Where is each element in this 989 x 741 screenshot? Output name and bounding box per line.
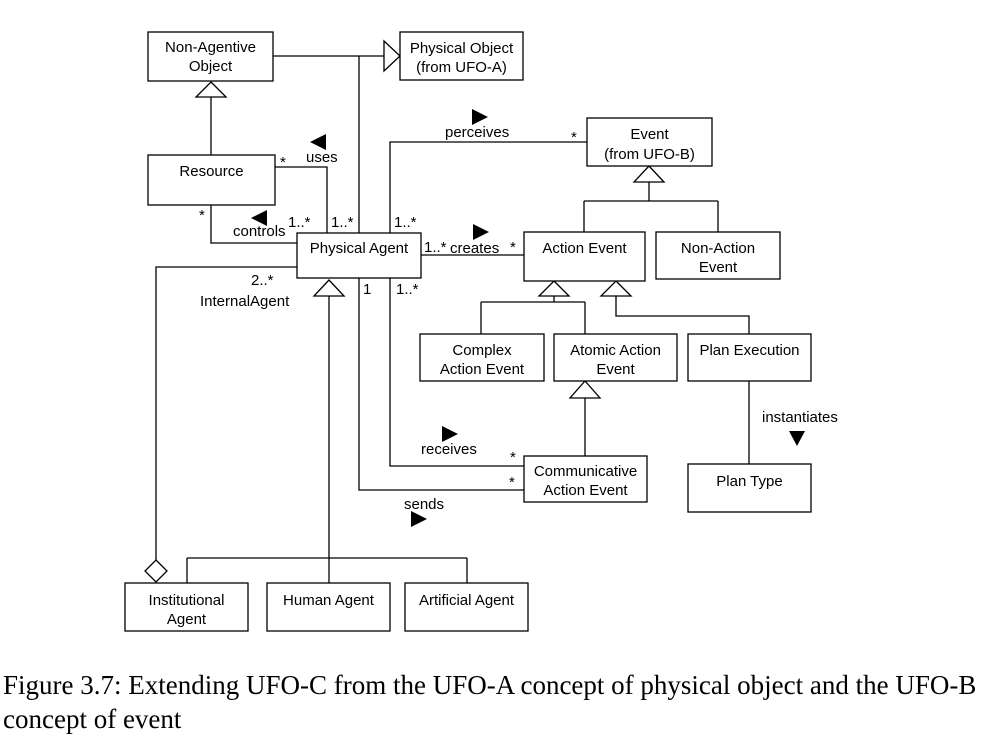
- class-plan-type: Plan Type: [687, 463, 812, 513]
- association-sends: [358, 278, 524, 491]
- controls-direction-icon: [251, 210, 267, 226]
- uml-class-diagram: Non-Agentive Object Physical Object (fro…: [124, 31, 838, 632]
- creates-direction-icon: [473, 224, 489, 240]
- class-event: Event (from UFO-B): [586, 117, 713, 167]
- class-label: Plan Execution: [699, 342, 799, 359]
- multiplicity-receives-agent: 1..*: [396, 281, 419, 298]
- class-label-line1: Non-Agentive: [165, 39, 256, 56]
- aggregation-diamond: [144, 559, 168, 583]
- class-physical-object: Physical Object (from UFO-A): [399, 31, 524, 81]
- class-non-agentive-object: Non-Agentive Object: [147, 31, 274, 82]
- class-label-line1: Atomic Action: [570, 342, 661, 359]
- connectors: [155, 55, 750, 583]
- perceives-label: perceives: [445, 124, 509, 141]
- class-label: Action Event: [542, 240, 627, 257]
- association-labels: uses controls perceives creates receives…: [200, 124, 838, 513]
- class-plan-execution: Plan Execution: [687, 333, 812, 382]
- receives-label: receives: [421, 441, 477, 458]
- class-artificial-agent: Artificial Agent: [404, 582, 529, 632]
- triangle-physical-agent: [312, 279, 346, 297]
- triangle-event: [632, 165, 666, 183]
- uses-direction-icon: [310, 134, 326, 150]
- internal-agent-label: InternalAgent: [200, 293, 290, 310]
- class-label: Plan Type: [716, 473, 782, 490]
- class-label: Human Agent: [283, 592, 375, 609]
- multiplicity-controls-agent: 1..*: [288, 214, 311, 231]
- class-human-agent: Human Agent: [266, 582, 391, 632]
- class-label-line1: Non-Action: [681, 240, 755, 257]
- class-action-event: Action Event: [523, 231, 646, 282]
- multiplicity-uses-resource: *: [280, 154, 286, 171]
- class-label-line2: Event: [699, 259, 738, 276]
- triangle-action-event-right: [599, 280, 633, 297]
- triangle-action-event-left: [537, 280, 571, 297]
- multiplicity-creates-agent: 1..*: [424, 239, 447, 256]
- class-label-line2: Event: [596, 361, 635, 378]
- multiplicity-perceives-agent: 1..*: [394, 214, 417, 231]
- receives-direction-icon: [442, 426, 458, 442]
- class-non-action-event: Non-Action Event: [655, 231, 781, 280]
- direction-arrows: [251, 109, 805, 527]
- multiplicity-internal-agent: 2..*: [251, 272, 274, 289]
- instantiates-direction-icon: [789, 431, 805, 446]
- class-label-line2: Action Event: [543, 482, 628, 499]
- class-physical-agent: Physical Agent: [296, 232, 422, 279]
- class-complex-action-event: Complex Action Event: [419, 333, 545, 382]
- multiplicity-receives-event: *: [510, 449, 516, 466]
- triangle-atomic-action: [568, 380, 602, 399]
- multiplicity-creates-event: *: [510, 239, 516, 256]
- sends-direction-icon: [411, 511, 427, 527]
- perceives-direction-icon: [472, 109, 488, 125]
- association-uses: [275, 166, 328, 233]
- controls-label: controls: [233, 223, 286, 240]
- class-label: Physical Agent: [310, 240, 409, 257]
- figure-caption: Figure 3.7: Extending UFO-C from the UFO…: [3, 670, 977, 734]
- class-institutional-agent: Institutional Agent: [124, 582, 249, 632]
- association-perceives: [389, 141, 587, 233]
- creates-label: creates: [450, 240, 499, 257]
- class-label-line2: Object: [189, 58, 233, 75]
- triangle-non-agentive: [194, 81, 228, 98]
- multiplicity-labels: * 1..* * 1..* 1..* * 1..* * 2..* 1 1..* …: [199, 129, 577, 491]
- class-label-line2: (from UFO-B): [604, 146, 695, 163]
- class-label: Artificial Agent: [419, 592, 515, 609]
- multiplicity-sends-event: *: [509, 474, 515, 491]
- class-label-line1: Complex: [452, 342, 512, 359]
- class-label-line1: Event: [630, 126, 669, 143]
- class-label-line2: Agent: [167, 611, 207, 628]
- multiplicity-controls-resource: *: [199, 207, 205, 224]
- class-label: Resource: [179, 163, 243, 180]
- aggregation-internalagent: [155, 266, 297, 560]
- class-atomic-action-event: Atomic Action Event: [553, 333, 678, 382]
- class-label-line2: Action Event: [440, 361, 525, 378]
- generalization-planexecution-actionevent: [615, 296, 750, 334]
- sends-label: sends: [404, 496, 444, 513]
- class-communicative-action-event: Communicative Action Event: [523, 455, 648, 503]
- association-receives: [389, 278, 524, 467]
- instantiates-label: instantiates: [762, 409, 838, 426]
- class-label-line1: Institutional: [149, 592, 225, 609]
- class-label-line1: Communicative: [534, 463, 637, 480]
- multiplicity-sends-agent: 1: [363, 281, 371, 298]
- triangle-physical-object: [383, 39, 401, 73]
- association-controls: [210, 205, 297, 244]
- multiplicity-perceives-event: *: [571, 129, 577, 146]
- uses-label: uses: [306, 149, 338, 166]
- class-label-line1: Physical Object: [410, 40, 514, 57]
- class-label-line2: (from UFO-A): [416, 59, 507, 76]
- generalization-arrowheads: [144, 39, 666, 583]
- class-resource: Resource: [147, 154, 276, 206]
- multiplicity-uses-agent: 1..*: [331, 214, 354, 231]
